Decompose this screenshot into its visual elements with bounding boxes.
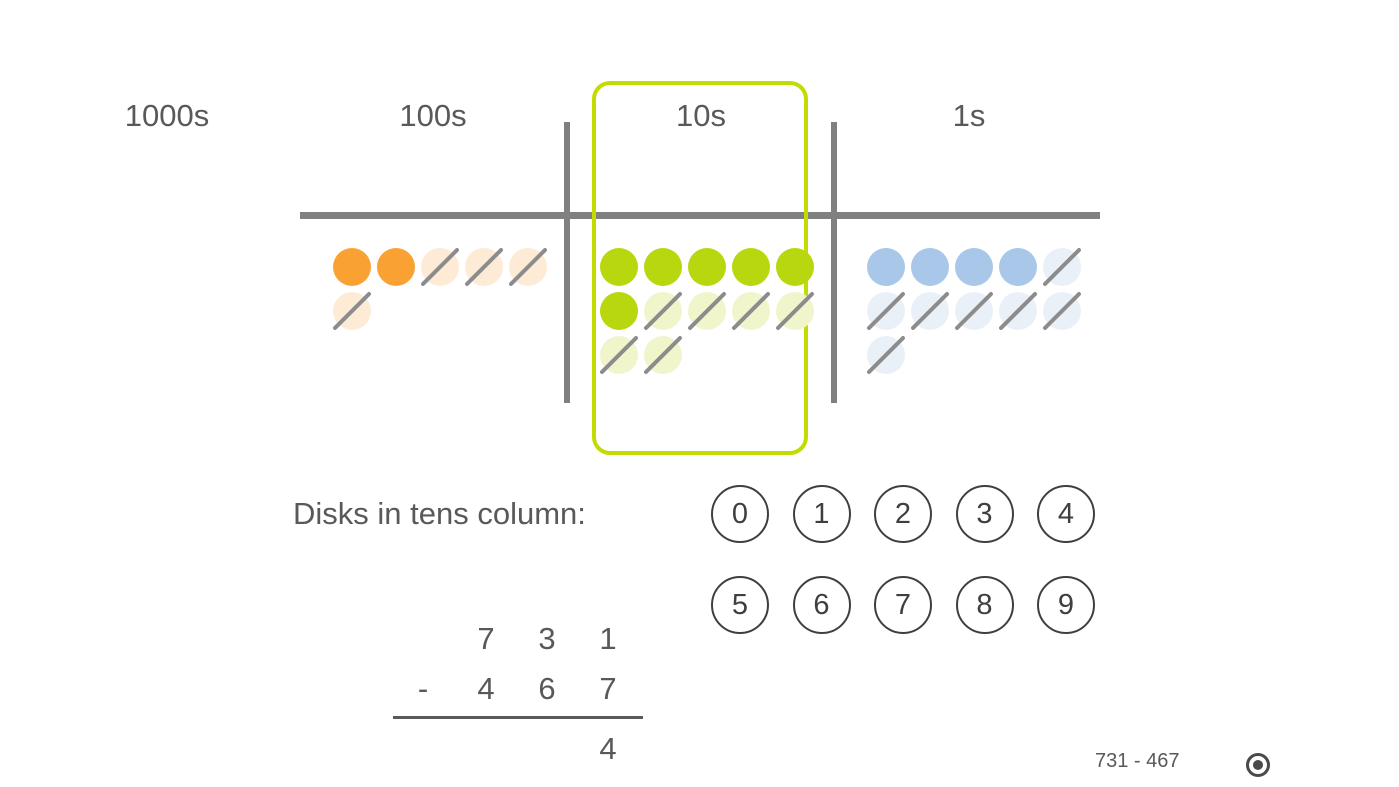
cross-out-slash (420, 247, 460, 287)
chart-horizontal-line (300, 212, 1100, 219)
disk-ones-crossed (1042, 247, 1082, 287)
column-label-thousands: 1000s (124, 98, 210, 133)
disk-tens-crossed (643, 291, 683, 331)
disk-tens-crossed (643, 335, 683, 375)
cross-out-slash (954, 291, 994, 331)
cross-out-slash (910, 291, 950, 331)
disk-hundreds-solid (333, 248, 371, 286)
disk-ones-crossed (1042, 291, 1082, 331)
choice-0[interactable]: 0 (711, 485, 769, 543)
disk-ones-solid (955, 248, 993, 286)
disk-hundreds-crossed (420, 247, 460, 287)
column-label-tens: 10s (676, 98, 726, 133)
disk-tens-solid (688, 248, 726, 286)
disk-ones-crossed (910, 291, 950, 331)
cross-out-slash (332, 291, 372, 331)
column-label-hundreds: 100s (399, 98, 467, 133)
worksheet-rule-line (393, 716, 643, 719)
disk-ones-crossed (998, 291, 1038, 331)
disk-tens-solid (600, 292, 638, 330)
disk-hundreds-crossed (508, 247, 548, 287)
record-icon-dot (1253, 760, 1263, 770)
minuend-tens: 3 (538, 621, 556, 656)
problem-label: 731 - 467 (1095, 750, 1180, 772)
disk-ones-solid (999, 248, 1037, 286)
disk-hundreds-crossed (464, 247, 504, 287)
disk-ones-crossed (866, 335, 906, 375)
choice-9[interactable]: 9 (1037, 576, 1095, 634)
choice-4[interactable]: 4 (1037, 485, 1095, 543)
cross-out-slash (866, 335, 906, 375)
disk-tens-crossed (599, 335, 639, 375)
minus-operator: - (417, 671, 429, 706)
choice-2[interactable]: 2 (874, 485, 932, 543)
subtrahend-ones: 7 (599, 671, 617, 706)
question-prompt: Disks in tens column: (293, 496, 586, 531)
disk-tens-solid (732, 248, 770, 286)
disk-tens-crossed (687, 291, 727, 331)
disk-ones-crossed (866, 291, 906, 331)
subtrahend-tens: 6 (538, 671, 556, 706)
disk-ones-crossed (954, 291, 994, 331)
chart-divider-tens-ones (831, 122, 837, 403)
choice-7[interactable]: 7 (874, 576, 932, 634)
disk-hundreds-solid (377, 248, 415, 286)
minuend-hundreds: 7 (477, 621, 495, 656)
column-label-ones: 1s (952, 98, 986, 133)
choice-5[interactable]: 5 (711, 576, 769, 634)
chart-divider-hundreds-tens (564, 122, 570, 403)
result-ones: 4 (599, 731, 617, 766)
disk-hundreds-crossed (332, 291, 372, 331)
choice-3[interactable]: 3 (955, 485, 1014, 543)
cross-out-slash (1042, 291, 1082, 331)
cross-out-slash (464, 247, 504, 287)
disk-tens-crossed (775, 291, 815, 331)
disk-tens-solid (776, 248, 814, 286)
cross-out-slash (1042, 247, 1082, 287)
minuend-ones: 1 (599, 621, 617, 656)
choice-1[interactable]: 1 (792, 485, 851, 543)
choice-8[interactable]: 8 (955, 576, 1014, 634)
disk-tens-solid (600, 248, 638, 286)
subtrahend-hundreds: 4 (477, 671, 495, 706)
cross-out-slash (866, 291, 906, 331)
disk-tens-solid (644, 248, 682, 286)
disk-ones-solid (911, 248, 949, 286)
cross-out-slash (998, 291, 1038, 331)
choice-6[interactable]: 6 (792, 576, 851, 634)
record-icon[interactable] (1246, 753, 1270, 777)
disk-ones-solid (867, 248, 905, 286)
cross-out-slash (508, 247, 548, 287)
disk-tens-crossed (731, 291, 771, 331)
cross-out-slash (775, 291, 815, 331)
